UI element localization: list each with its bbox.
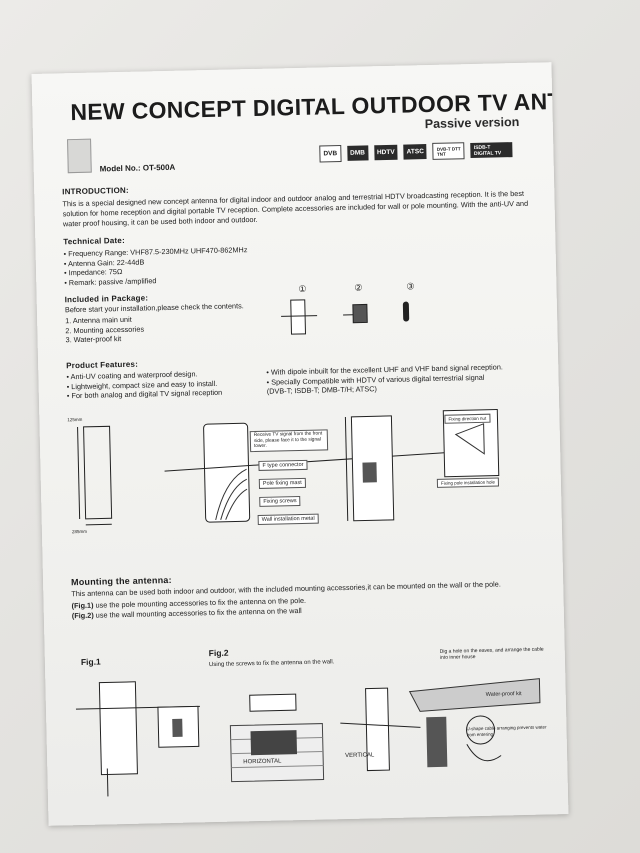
- bracket-detail-drawing: [442, 409, 500, 478]
- package-item: 3. Water-proof kit: [65, 334, 122, 345]
- technical-list: • Frequency Range: VHF87.5-230MHz UHF470…: [64, 245, 249, 288]
- logo-atsc: ATSC: [403, 144, 428, 160]
- features-heading: Product Features:: [66, 359, 139, 371]
- label-u-shape: U-shape cable arranging prevents water f…: [466, 724, 547, 737]
- antenna-thumbnail: [67, 138, 92, 174]
- logo-hdtv: HDTV: [373, 144, 398, 161]
- standards-logos: DVB DMB HDTV ATSC DVB-T DTT TNT ISDB-T D…: [319, 141, 514, 163]
- assembly-diagram: [77, 409, 500, 526]
- intro-text: This is a special designed new concept a…: [62, 188, 529, 229]
- eaves-drawing: [408, 678, 541, 712]
- fig2-label: Fig.2: [208, 647, 229, 659]
- features-left-list: • Anti-UV coating and waterproof design.…: [66, 368, 267, 401]
- package-list: 1. Antenna main unit 2. Mounting accesso…: [65, 315, 144, 346]
- marker-2: ②: [354, 282, 363, 293]
- document-subtitle: Passive version: [424, 114, 520, 132]
- fig2-top-view-drawing: [249, 693, 297, 712]
- eaves-antenna-drawing: [426, 716, 448, 768]
- fig1-label: Fig.1: [80, 656, 101, 668]
- side-profile-drawing: [83, 425, 113, 520]
- label-pole-hole: Fixing pole installation hole: [436, 477, 500, 488]
- logo-dvb: DVB: [319, 144, 342, 163]
- marker-1: ①: [298, 283, 307, 294]
- antenna-unit-drawing: [290, 299, 307, 335]
- vertical-antenna-drawing: [365, 687, 390, 772]
- logo-dmb: DMB: [346, 145, 369, 161]
- waterproof-kit-drawing: [402, 301, 410, 322]
- callout-f-connector: F type connector: [258, 459, 308, 471]
- mounting-figures: [75, 678, 541, 797]
- mounting-accessories-drawing: [352, 303, 368, 324]
- mounting-heading: Mounting the antenna:: [70, 574, 172, 588]
- instruction-sheet: NEW CONCEPT DIGITAL OUTDOOR TV ANTENNA P…: [31, 62, 569, 826]
- features-right-list: • With dipole inbuilt for the excellent …: [266, 362, 537, 397]
- waterproof-detail-drawing: [466, 715, 496, 745]
- intro-heading: INTRODUCTION:: [62, 185, 129, 197]
- antenna-front-drawing: [203, 422, 251, 523]
- marker-3: ③: [406, 281, 415, 292]
- label-waterproof-kit: Water-proof kit: [485, 691, 522, 698]
- technical-heading: Technical Date:: [63, 235, 125, 247]
- dim-height: 285mm: [71, 528, 87, 535]
- horizontal-antenna-drawing: [250, 730, 298, 756]
- label-horizontal: HORIZONTAL: [243, 758, 282, 766]
- logo-dvbt: DVB-T DTT TNT: [432, 142, 466, 160]
- logo-isdbt: ISDB-T DIGITAL TV: [470, 142, 514, 159]
- model-number: Model No.: OT-500A: [99, 162, 176, 174]
- fig1-ref: (Fig.1): [71, 600, 94, 611]
- label-eaves-hole: Dig a hole on the eaves, and arrange the…: [439, 646, 544, 661]
- label-fixing-nut: Fixing direction nut: [444, 413, 491, 424]
- callout-receive: Receive TV signal from the front side, p…: [249, 429, 329, 452]
- callout-wall-metal: Wall installation metal: [257, 513, 319, 525]
- callout-fixing-screws: Fixing screws: [259, 496, 301, 507]
- label-vertical: VERTICAL: [345, 752, 375, 760]
- dim-width: 125mm: [67, 416, 83, 423]
- fig1-antenna-drawing: [98, 681, 138, 776]
- package-heading: Included in Package:: [64, 293, 149, 305]
- callout-pole-mast: Pole fixing mast: [258, 477, 306, 489]
- fig2-ref: (Fig.2): [71, 610, 94, 621]
- package-illustration: [281, 299, 410, 335]
